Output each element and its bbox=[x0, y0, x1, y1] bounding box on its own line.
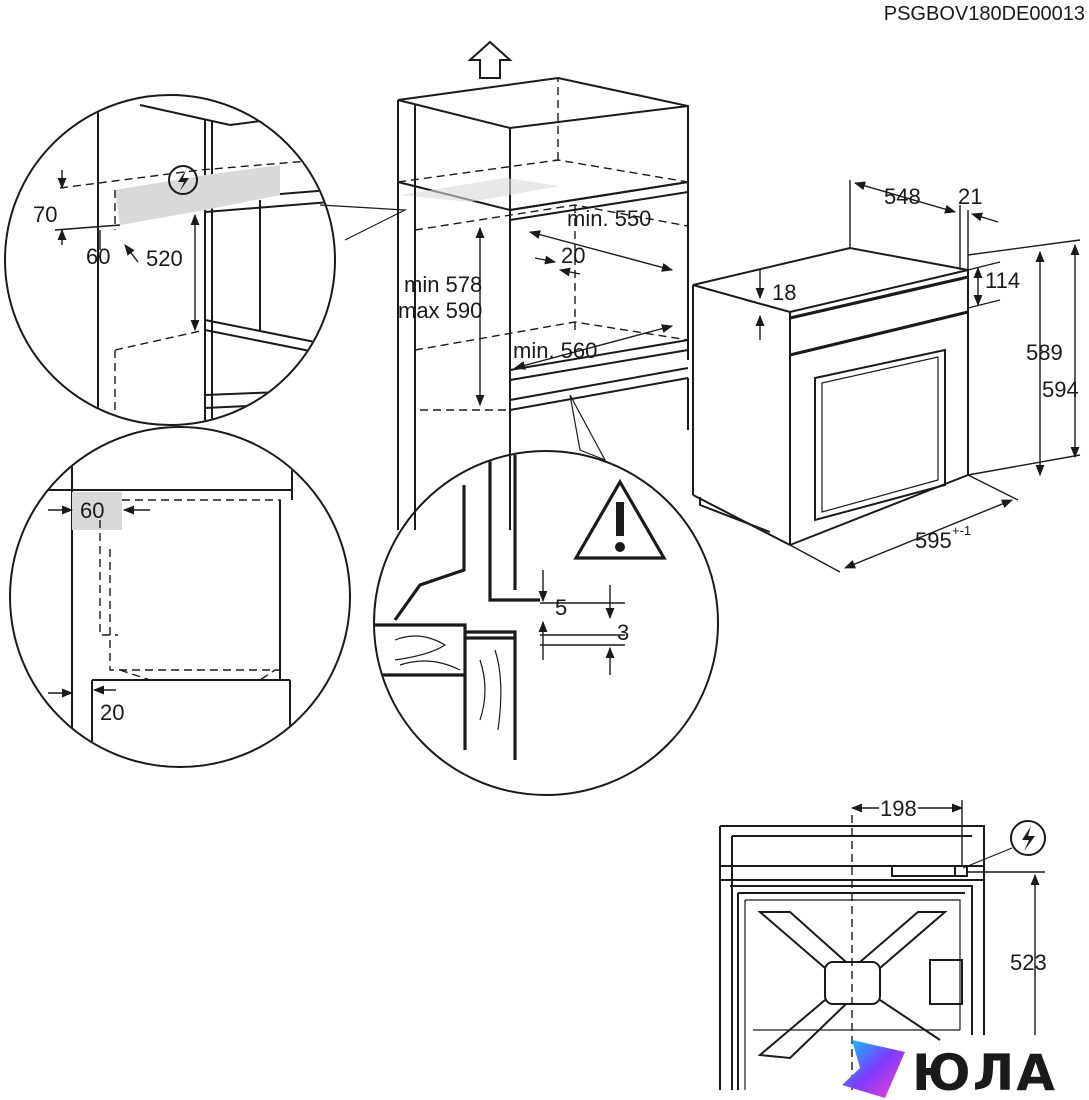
electric-power-icon bbox=[1010, 820, 1046, 856]
oven-width-tolerance-label: +-1 bbox=[952, 523, 971, 538]
detail-gap-top-label: 70 bbox=[33, 202, 57, 227]
oven-drawing: 548 21 18 114 589 594 595 +-1 bbox=[692, 180, 1081, 573]
rear-width-label-bg: 198 bbox=[880, 796, 917, 821]
cabinet-depth-label: min. 560 bbox=[513, 338, 597, 363]
brand-name: ЮЛА bbox=[912, 1044, 1057, 1100]
oven-width-label: 595 bbox=[915, 528, 952, 553]
detail-joint-gap-a-label: 5 bbox=[555, 595, 567, 620]
detail-height-label: 520 bbox=[146, 246, 183, 271]
oven-top-offset-label: 18 bbox=[772, 280, 796, 305]
oven-panel-height-label: 114 bbox=[985, 268, 1020, 293]
detail-mid-top-label: 60 bbox=[80, 498, 104, 523]
oven-rear-view: 198 198 523 bbox=[719, 793, 1047, 1090]
brand-logo-mark bbox=[842, 1040, 905, 1098]
electric-power-icon bbox=[168, 165, 198, 195]
brand-logo: ЮЛА bbox=[842, 1040, 1057, 1100]
oven-height-inner-label: 589 bbox=[1026, 340, 1063, 365]
detail-circle-mid-left: 60 20 bbox=[9, 426, 351, 768]
detail-circle-joint: 5 3 bbox=[373, 450, 719, 796]
detail-circle-top-left: 70 60 520 bbox=[4, 94, 336, 426]
warning-triangle-icon bbox=[573, 478, 667, 560]
rear-width-label: 198 bbox=[880, 796, 917, 821]
oven-door-depth-label: 21 bbox=[958, 184, 982, 209]
callout-wedge-bottom bbox=[569, 394, 607, 462]
detail-mid-bottom-label: 20 bbox=[100, 700, 124, 725]
oven-depth-label: 548 bbox=[884, 184, 921, 209]
oven-height-total-label: 594 bbox=[1042, 377, 1079, 402]
cabinet-top-clearance-label: min. 550 bbox=[567, 206, 651, 231]
document-code: PSGBOV180DE00013 bbox=[884, 3, 1085, 25]
cabinet-drawing: min. 550 20 min 578 max 590 min. 560 bbox=[397, 76, 689, 530]
detail-joint-gap-b-label: 3 bbox=[617, 620, 629, 645]
cabinet-height-max-label: max 590 bbox=[398, 298, 482, 323]
cabinet-side-gap-label: 20 bbox=[561, 243, 585, 268]
cabinet-height-min-label: min 578 bbox=[404, 272, 482, 297]
rear-height-label: 523 bbox=[1010, 950, 1047, 975]
callout-wedge-top bbox=[319, 204, 408, 241]
up-arrow-icon bbox=[467, 40, 513, 79]
detail-gap-side-label: 60 bbox=[86, 244, 110, 269]
